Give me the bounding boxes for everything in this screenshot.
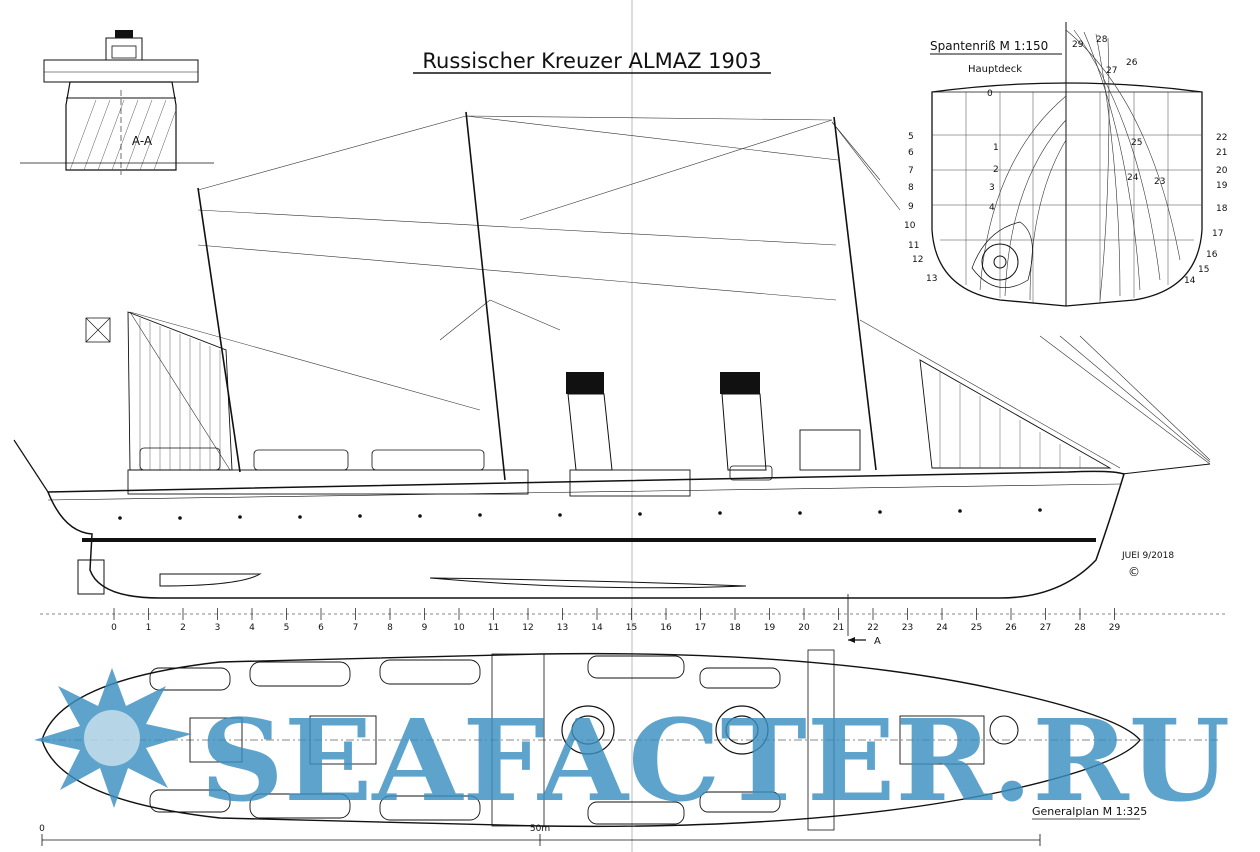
body-plan-station-9: 9 — [908, 202, 914, 212]
body-plan-station-22: 22 — [1216, 133, 1227, 143]
frame-label: 11 — [488, 623, 499, 633]
body-plan-deck-label: Hauptdeck — [968, 64, 1022, 75]
frame-label: 23 — [902, 623, 913, 633]
body-plan-station-13: 13 — [926, 274, 937, 284]
body-plan-station-7: 7 — [908, 166, 914, 176]
body-plan-station-20: 20 — [1216, 166, 1228, 176]
body-plan-station-3: 3 — [989, 183, 995, 193]
body-plan-station-23: 23 — [1154, 177, 1165, 187]
frame-label: 18 — [729, 623, 741, 633]
frame-label: 19 — [764, 623, 776, 633]
section-label: A-A — [132, 134, 153, 148]
frame-label: 22 — [867, 623, 878, 633]
body-plan-station-16: 16 — [1206, 250, 1218, 260]
body-plan-station-21: 21 — [1216, 148, 1227, 158]
watermark: SEAFACTER.RU — [34, 668, 1230, 827]
body-plan-station-18: 18 — [1216, 204, 1228, 214]
watermark-text: SEAFACTER.RU — [200, 696, 1230, 827]
side-elevation: JUEI 9/2018 © — [13, 111, 1211, 599]
drawing-title: Russischer Kreuzer ALMAZ 1903 — [422, 49, 761, 73]
body-plan-station-6: 6 — [908, 148, 914, 158]
frame-label: 29 — [1109, 623, 1121, 633]
body-plan-station-24: 24 — [1127, 173, 1139, 183]
frame-label: 17 — [695, 623, 706, 633]
body-plan: Spantenriß M 1:150 Hauptdeck 0 1 2 3 — [904, 22, 1228, 307]
length-scale: 0 50m — [39, 824, 1041, 846]
frame-label: 1 — [146, 623, 152, 633]
frame-label: 7 — [353, 623, 359, 633]
frame-label: 25 — [971, 623, 982, 633]
length-scale-start: 0 — [39, 824, 45, 834]
copyright-mark: © — [1128, 565, 1140, 579]
body-plan-station-1: 1 — [993, 143, 999, 153]
general-plan-title: Generalplan M 1:325 — [1032, 805, 1147, 818]
signature: JUEI 9/2018 — [1121, 551, 1174, 561]
body-plan-station-25: 25 — [1131, 138, 1142, 148]
frame-label: 26 — [1005, 623, 1017, 633]
body-plan-station-15: 15 — [1198, 265, 1209, 275]
frame-label: 14 — [591, 623, 603, 633]
frame-label: 6 — [318, 623, 324, 633]
frame-label: 8 — [387, 623, 393, 633]
frame-label: 28 — [1074, 623, 1086, 633]
frame-label: 20 — [798, 623, 810, 633]
body-plan-station-5: 5 — [908, 132, 914, 142]
frame-label: 2 — [180, 623, 186, 633]
frame-label: 24 — [936, 623, 948, 633]
body-plan-station-19: 19 — [1216, 181, 1228, 191]
frame-label: 27 — [1040, 623, 1051, 633]
body-plan-station-8: 8 — [908, 183, 914, 193]
body-plan-station-27: 27 — [1106, 66, 1117, 76]
body-plan-station-2: 2 — [993, 165, 999, 175]
general-plan: Generalplan M 1:325 — [41, 649, 1220, 831]
frame-label: 3 — [215, 623, 221, 633]
body-plan-station-0: 0 — [987, 89, 993, 99]
frame-label: 5 — [284, 623, 290, 633]
section-marker: A — [874, 636, 881, 647]
frame-label: 16 — [660, 623, 672, 633]
body-plan-station-26: 26 — [1126, 58, 1138, 68]
frame-label: 4 — [249, 623, 255, 633]
length-scale-end: 50m — [530, 824, 550, 834]
body-plan-station-12: 12 — [912, 255, 923, 265]
body-plan-station-11: 11 — [908, 241, 919, 251]
body-plan-title: Spantenriß M 1:150 — [930, 39, 1048, 53]
frame-label: 15 — [626, 623, 637, 633]
frame-label: 21 — [833, 623, 844, 633]
frame-label: 10 — [453, 623, 465, 633]
frame-label: 0 — [111, 623, 117, 633]
body-plan-station-28: 28 — [1096, 35, 1108, 45]
frame-label: 12 — [522, 623, 533, 633]
body-plan-station-17: 17 — [1212, 229, 1223, 239]
section-view: A-A — [20, 30, 214, 175]
frame-label: 9 — [422, 623, 428, 633]
body-plan-station-10: 10 — [904, 221, 916, 231]
body-plan-station-4: 4 — [989, 203, 995, 213]
body-plan-station-29: 29 — [1072, 40, 1084, 50]
frame-label: 13 — [557, 623, 568, 633]
body-plan-station-14: 14 — [1184, 276, 1196, 286]
